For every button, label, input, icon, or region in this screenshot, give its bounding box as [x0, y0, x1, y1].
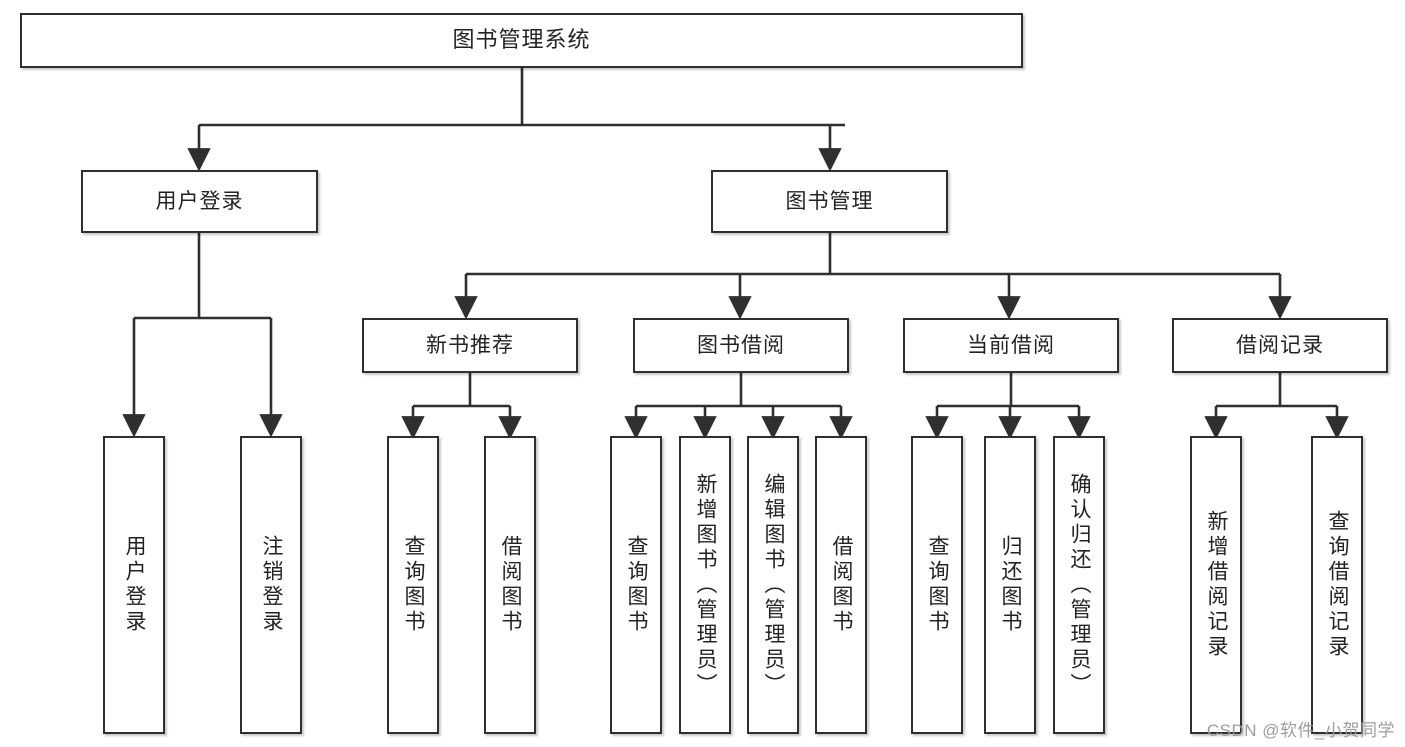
node-leaf-logout[interactable]: 注销登录: [240, 436, 302, 734]
node-leaf-query-book-3-label: 查询图书: [926, 535, 950, 635]
node-leaf-edit-book-admin[interactable]: 编辑图书（管理员）: [747, 436, 799, 734]
node-current-borrow[interactable]: 当前借阅: [903, 318, 1119, 373]
node-leaf-borrow-book-2[interactable]: 借阅图书: [815, 436, 867, 734]
node-book-management-label: 图书管理: [785, 189, 874, 213]
node-leaf-return-book[interactable]: 归还图书: [984, 436, 1036, 734]
node-new-book-recommend[interactable]: 新书推荐: [362, 318, 578, 373]
watermark: CSDN @软件_小贺同学: [1206, 721, 1395, 740]
node-leaf-user-login-label: 用户登录: [123, 535, 147, 635]
node-leaf-add-book-admin-label: 新增图书（管理员）: [694, 472, 718, 698]
node-leaf-confirm-return-admin-label: 确认归还（管理员）: [1068, 472, 1092, 698]
node-leaf-add-borrow-record-label: 新增借阅记录: [1205, 510, 1229, 660]
node-user-login-label: 用户登录: [155, 189, 244, 213]
node-leaf-user-login[interactable]: 用户登录: [103, 436, 165, 734]
node-borrow-record[interactable]: 借阅记录: [1172, 318, 1388, 373]
node-leaf-add-book-admin[interactable]: 新增图书（管理员）: [679, 436, 731, 734]
node-leaf-query-book-3[interactable]: 查询图书: [911, 436, 963, 734]
node-current-borrow-label: 当前借阅: [967, 333, 1055, 357]
node-leaf-query-borrow-record-label: 查询借阅记录: [1326, 510, 1350, 660]
node-leaf-add-borrow-record[interactable]: 新增借阅记录: [1190, 436, 1242, 734]
node-book-management[interactable]: 图书管理: [711, 170, 948, 233]
node-leaf-edit-book-admin-label: 编辑图书（管理员）: [762, 472, 786, 698]
node-leaf-query-borrow-record[interactable]: 查询借阅记录: [1311, 436, 1363, 734]
node-leaf-query-book-1-label: 查询图书: [402, 535, 426, 635]
node-root-label: 图书管理系统: [452, 27, 591, 53]
node-leaf-return-book-label: 归还图书: [999, 535, 1023, 635]
node-book-borrow-label: 图书借阅: [697, 333, 785, 357]
node-leaf-logout-label: 注销登录: [260, 535, 284, 635]
node-leaf-borrow-book-1-label: 借阅图书: [499, 535, 523, 635]
node-leaf-borrow-book-2-label: 借阅图书: [830, 535, 854, 635]
node-leaf-query-book-2-label: 查询图书: [625, 535, 649, 635]
node-borrow-record-label: 借阅记录: [1236, 333, 1324, 357]
node-leaf-confirm-return-admin[interactable]: 确认归还（管理员）: [1053, 436, 1105, 734]
node-user-login[interactable]: 用户登录: [81, 170, 318, 233]
node-leaf-borrow-book-1[interactable]: 借阅图书: [484, 436, 536, 734]
node-book-borrow[interactable]: 图书借阅: [633, 318, 849, 373]
node-leaf-query-book-2[interactable]: 查询图书: [610, 436, 662, 734]
node-leaf-query-book-1[interactable]: 查询图书: [387, 436, 439, 734]
node-root[interactable]: 图书管理系统: [20, 13, 1023, 68]
node-new-book-recommend-label: 新书推荐: [426, 333, 514, 357]
